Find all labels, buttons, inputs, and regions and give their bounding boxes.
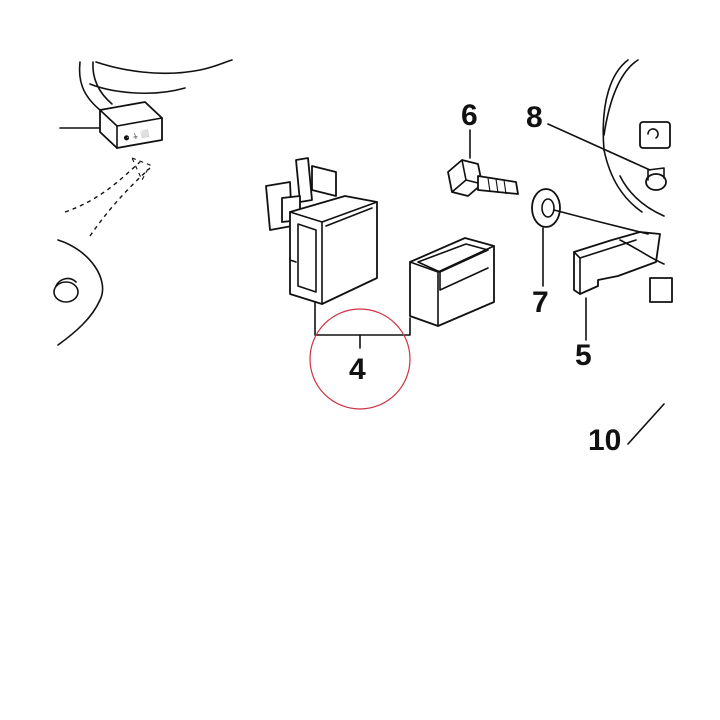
callout-5: 5	[575, 339, 592, 372]
highlight-circle	[309, 308, 411, 410]
routing-arrow	[64, 156, 151, 237]
harness-connector: ⚈ ⏚ ⬜	[99, 101, 163, 149]
part-4-bracket	[314, 301, 411, 336]
left-housing-outline	[53, 239, 104, 346]
callout-7: 7	[532, 286, 549, 319]
right-housing	[602, 59, 673, 303]
callout-8: 8	[526, 101, 543, 134]
part-5-bracket	[573, 231, 661, 295]
part-4-insert	[409, 237, 495, 327]
callout-4: 4	[349, 353, 366, 386]
part-7-washer	[531, 188, 561, 228]
callout-10: 10	[588, 424, 621, 457]
assembly-axis-line	[553, 209, 649, 235]
callout-10-leader	[627, 403, 665, 445]
part-6-bolt	[447, 159, 519, 197]
wiring-harness	[78, 59, 233, 111]
callout-6: 6	[461, 99, 478, 132]
callout-8-leader	[547, 123, 651, 171]
part-4-cap	[265, 157, 378, 305]
